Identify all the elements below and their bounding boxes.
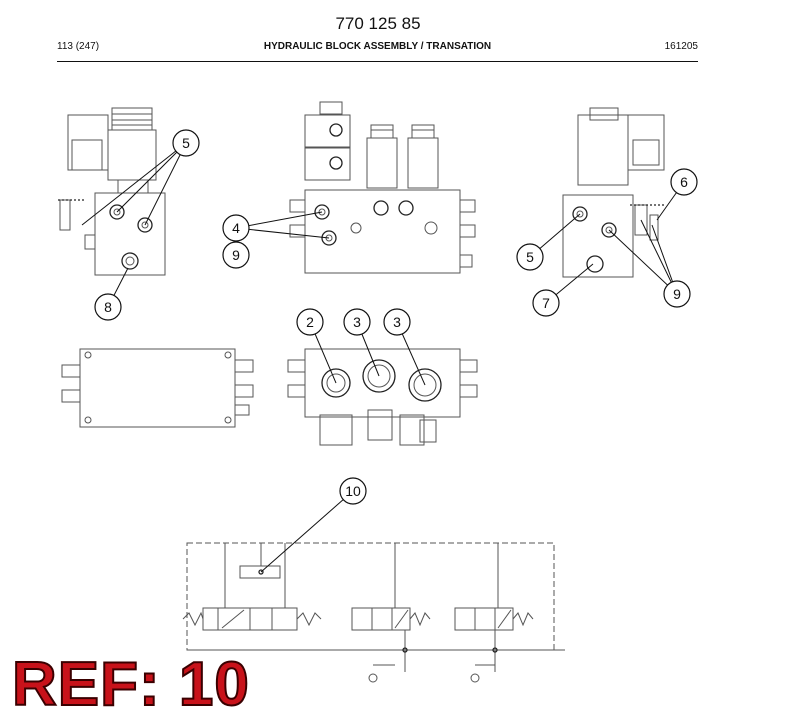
reference-label: REF: 10: [11, 650, 250, 719]
center-bottom-view: [287, 348, 478, 446]
callout-5-left: 5: [172, 129, 200, 157]
callout-6: 6: [670, 168, 698, 196]
document-code: 161205: [664, 41, 698, 52]
svg-text:9: 9: [232, 247, 240, 263]
callout-9-right: 9: [663, 280, 691, 308]
hydraulic-schematic: [182, 542, 565, 683]
callout-7: 7: [532, 289, 560, 317]
part-number: 770 125 85: [335, 14, 421, 33]
svg-text:5: 5: [182, 135, 190, 151]
svg-text:2: 2: [306, 314, 314, 330]
leader-lines: [81, 142, 685, 573]
right-side-view: [562, 107, 665, 278]
callout-3-b: 3: [383, 308, 411, 336]
svg-text:5: 5: [526, 249, 534, 265]
callout-9-center: 9: [222, 241, 250, 269]
callout-3-a: 3: [343, 308, 371, 336]
callout-4: 4: [222, 214, 250, 242]
callout-10: 10: [339, 477, 367, 505]
left-side-view: [58, 107, 166, 276]
callout-5-right: 5: [516, 243, 544, 271]
svg-text:6: 6: [680, 174, 688, 190]
svg-text:3: 3: [393, 314, 401, 330]
page-number: 113 (247): [57, 41, 100, 52]
page-title: HYDRAULIC BLOCK ASSEMBLY / TRANSATION: [263, 41, 492, 52]
svg-text:7: 7: [542, 295, 550, 311]
svg-text:10: 10: [345, 483, 361, 499]
callout-8: 8: [94, 293, 122, 321]
svg-text:3: 3: [353, 314, 361, 330]
center-top-view: [289, 101, 476, 274]
callout-2: 2: [296, 308, 324, 336]
svg-text:9: 9: [673, 286, 681, 302]
svg-text:4: 4: [232, 220, 240, 236]
left-bottom-view: [61, 348, 254, 428]
svg-text:8: 8: [104, 299, 112, 315]
header-divider: [57, 61, 698, 62]
